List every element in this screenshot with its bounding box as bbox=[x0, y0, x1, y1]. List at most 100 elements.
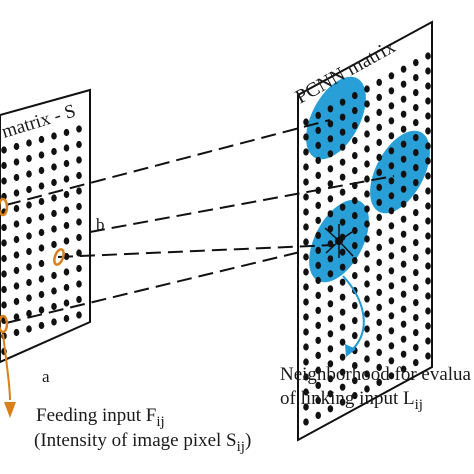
matrix-dot bbox=[303, 193, 309, 201]
matrix-dot bbox=[38, 290, 45, 299]
matrix-dot bbox=[425, 337, 431, 345]
matrix-dot bbox=[38, 197, 45, 206]
arrowhead-icon bbox=[4, 402, 16, 418]
matrix-dot bbox=[339, 188, 346, 196]
matrix-dot bbox=[425, 307, 431, 315]
matrix-dot bbox=[327, 315, 334, 323]
matrix-dot bbox=[1, 285, 7, 294]
matrix-dot bbox=[352, 377, 358, 385]
matrix-dot bbox=[400, 350, 407, 358]
matrix-dot bbox=[388, 132, 395, 140]
matrix-dot bbox=[51, 178, 57, 187]
matrix-dot bbox=[76, 311, 82, 319]
matrix-dot bbox=[38, 228, 45, 237]
matrix-dot bbox=[364, 235, 370, 243]
matrix-dot bbox=[376, 273, 383, 281]
matrix-dot bbox=[339, 128, 346, 136]
matrix-dot bbox=[388, 252, 395, 260]
label-a: a bbox=[42, 367, 50, 386]
matrix-dot bbox=[38, 213, 45, 221]
matrix-dot bbox=[315, 231, 322, 239]
matrix-dot bbox=[303, 118, 309, 126]
matrix-dot bbox=[51, 287, 57, 295]
matrix-dot bbox=[303, 253, 309, 261]
matrix-dot bbox=[413, 209, 419, 217]
matrix-dot bbox=[413, 269, 419, 277]
matrix-dot bbox=[364, 160, 370, 168]
matrix-dot bbox=[400, 365, 407, 373]
matrix-dot bbox=[388, 357, 395, 365]
matrix-dot bbox=[51, 318, 57, 326]
matrix-dot bbox=[327, 120, 334, 128]
matrix-dot bbox=[400, 215, 407, 223]
matrix-dot bbox=[376, 258, 383, 266]
matrix-dot bbox=[388, 267, 395, 275]
matrix-dot bbox=[388, 102, 395, 110]
feeding-marker-top bbox=[0, 197, 9, 217]
matrix-dot bbox=[63, 221, 70, 230]
matrix-dot bbox=[388, 177, 395, 185]
matrix-dot bbox=[388, 147, 395, 155]
matrix-dot bbox=[376, 228, 383, 236]
matrix-dot bbox=[376, 243, 383, 251]
matrix-dot bbox=[76, 140, 82, 149]
matrix-dot bbox=[413, 164, 419, 172]
matrix-dot bbox=[327, 360, 334, 368]
matrix-dot bbox=[303, 133, 309, 141]
matrix-dot bbox=[339, 278, 346, 286]
matrix-dot bbox=[339, 113, 346, 121]
matrix-dot bbox=[425, 322, 431, 330]
matrix-dot bbox=[425, 97, 431, 105]
matrix-dot bbox=[38, 244, 45, 252]
matrix-dot bbox=[303, 358, 309, 366]
matrix-dot bbox=[352, 122, 358, 130]
matrix-dot bbox=[315, 276, 322, 284]
matrix-dot bbox=[38, 321, 45, 330]
matrix-dot bbox=[400, 125, 407, 133]
matrix-dot bbox=[63, 206, 70, 214]
matrix-dot bbox=[376, 123, 383, 131]
matrix-dot bbox=[76, 171, 82, 180]
image-matrix-plane bbox=[0, 88, 91, 364]
matrix-dot bbox=[303, 223, 309, 231]
matrix-dot bbox=[26, 247, 32, 256]
matrix-dot bbox=[339, 248, 346, 256]
matrix-dot bbox=[315, 366, 322, 374]
matrix-dot bbox=[413, 284, 419, 292]
matrix-dot bbox=[76, 233, 82, 242]
matrix-dot bbox=[376, 378, 383, 386]
matrix-dot bbox=[13, 173, 20, 182]
matrix-dot bbox=[425, 112, 431, 120]
matrix-dot bbox=[425, 262, 431, 270]
matrix-dot bbox=[327, 195, 334, 203]
matrix-dot bbox=[352, 92, 358, 100]
matrix-dot bbox=[63, 128, 70, 137]
matrix-dot bbox=[303, 373, 309, 381]
matrix-dot bbox=[327, 150, 334, 158]
matrix-dot bbox=[364, 205, 370, 213]
matrix-dot bbox=[352, 167, 358, 175]
matrix-dot bbox=[400, 110, 407, 118]
matrix-dot bbox=[352, 302, 358, 310]
matrix-dot bbox=[51, 302, 57, 311]
matrix-dot bbox=[339, 353, 346, 361]
matrix-dot bbox=[51, 209, 57, 218]
matrix-dot bbox=[13, 220, 20, 228]
matrix-dot bbox=[339, 218, 346, 226]
matrix-dot bbox=[400, 170, 407, 178]
linking-connections bbox=[324, 224, 354, 258]
matrix-dot bbox=[327, 285, 334, 293]
matrix-dot bbox=[303, 238, 309, 246]
matrix-dot bbox=[13, 251, 20, 259]
matrix-dot bbox=[425, 142, 431, 150]
matrix-dot bbox=[364, 280, 370, 288]
matrix-dot bbox=[400, 95, 407, 103]
matrix-dot bbox=[400, 200, 407, 208]
projection-line-bottom bbox=[5, 251, 301, 324]
matrix-dot bbox=[400, 80, 407, 88]
matrix-dot bbox=[76, 280, 82, 288]
matrix-dot bbox=[63, 190, 70, 199]
matrix-dot bbox=[376, 153, 383, 161]
matrix-dot bbox=[425, 172, 431, 180]
